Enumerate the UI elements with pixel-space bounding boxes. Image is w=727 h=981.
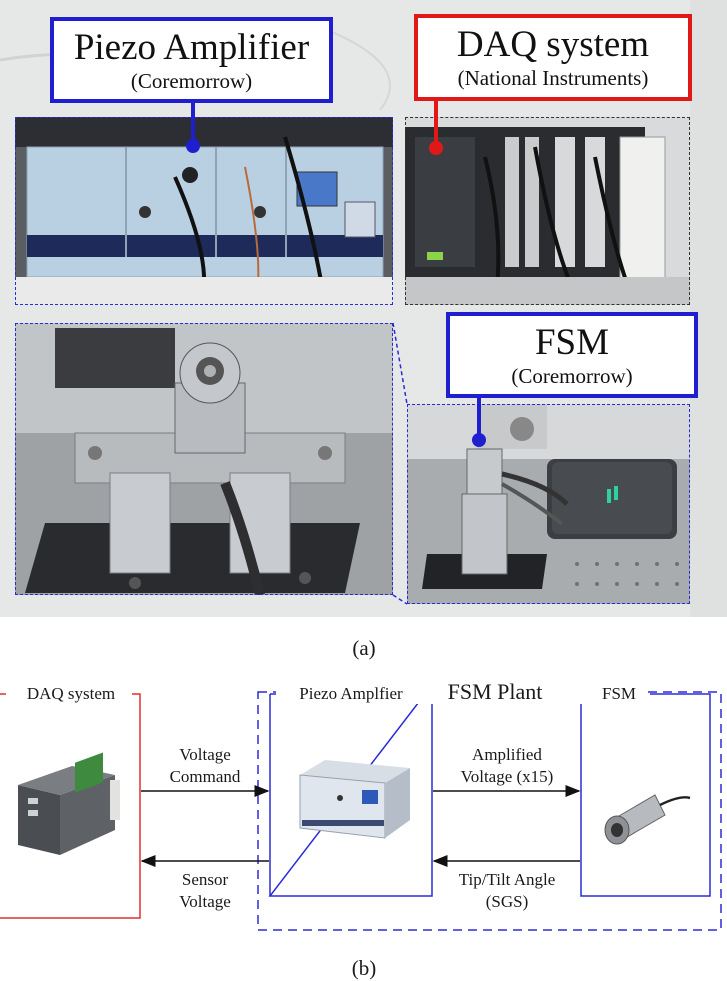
piezo-amplifier-label: Piezo Amplifier (Coremorrow) <box>50 17 333 103</box>
daq-system-label: DAQ system (National Instruments) <box>414 14 692 101</box>
photo-collage: Piezo Amplifier (Coremorrow) DAQ system … <box>0 0 727 617</box>
voltage-command-label-2: Command <box>169 767 241 786</box>
fsm-setup-frame <box>407 404 690 604</box>
fsm-title: FSM <box>534 322 610 363</box>
fsm-label: FSM (Coremorrow) <box>446 312 698 398</box>
fsm-image <box>604 794 691 845</box>
fsm-closeup-frame <box>15 323 393 595</box>
daq-block-label: DAQ system <box>10 684 132 704</box>
caption-b: (b) <box>351 956 377 980</box>
piezo-leader-line <box>191 102 195 145</box>
fsm-subtitle: (Coremorrow) <box>511 364 633 388</box>
fsm-leader-dot <box>472 433 486 447</box>
block-diagram: FSM Plant DAQ system Piezo Amplfier FSM … <box>0 680 727 940</box>
sensor-voltage-label-2: Voltage <box>179 892 231 911</box>
fsm-leader-line <box>477 396 481 439</box>
daq-photo-frame <box>405 117 690 305</box>
fsm-block-outline <box>580 693 711 897</box>
daq-system-title: DAQ system <box>456 24 650 65</box>
piezo-photo-frame <box>15 117 393 305</box>
amplified-voltage-label-2: Voltage (x15) <box>460 767 554 786</box>
tip-tilt-label-2: (SGS) <box>485 892 529 911</box>
piezo-amplifier-title: Piezo Amplifier <box>73 27 310 68</box>
piezo-amplifier-photo <box>15 117 393 305</box>
tip-tilt-label-1: Tip/Tilt Angle <box>458 870 556 889</box>
amplified-voltage-label-1: Amplified <box>472 745 542 764</box>
daq-block-outline <box>0 693 141 919</box>
fsm-block-label: FSM <box>590 684 648 704</box>
fsm-setup-photo <box>407 404 690 604</box>
diagram-lines <box>0 691 722 931</box>
fsm-plant-title: FSM Plant <box>400 680 590 704</box>
daq-leader-line <box>434 100 438 148</box>
daq-system-subtitle: (National Instruments) <box>457 66 649 90</box>
piezo-leader-dot <box>186 139 200 153</box>
piezo-amplifier-image <box>299 760 410 839</box>
piezo-block-label: Piezo Amplfier <box>276 684 426 704</box>
daq-card-image <box>18 752 120 855</box>
daq-system-photo <box>405 117 690 305</box>
daq-leader-dot <box>429 141 443 155</box>
fsm-closeup-photo <box>15 323 393 595</box>
sensor-voltage-label-1: Sensor <box>181 870 229 889</box>
voltage-command-label-1: Voltage <box>179 745 231 764</box>
piezo-amplifier-subtitle: (Coremorrow) <box>130 69 253 93</box>
caption-a: (a) <box>352 636 376 660</box>
